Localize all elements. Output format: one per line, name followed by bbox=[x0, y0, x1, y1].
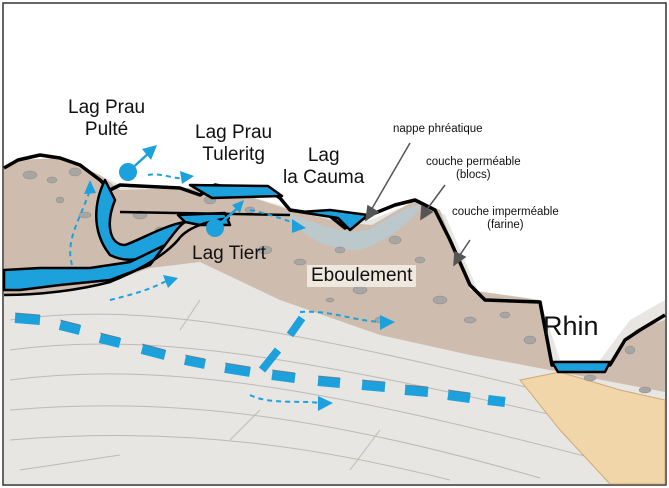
sediment-layer bbox=[519, 371, 666, 485]
lake-prau-pulte bbox=[95, 178, 187, 261]
label-line: (farine) bbox=[487, 219, 524, 232]
rhin-river bbox=[550, 360, 612, 374]
annotation-pointers bbox=[365, 142, 471, 267]
label-nappe-phreatique: nappe phréatique bbox=[393, 123, 483, 135]
label-line: la Cauma bbox=[283, 166, 365, 188]
label-line: couche imperméable bbox=[452, 206, 559, 218]
label-line: Lag Prau bbox=[195, 122, 273, 143]
label-lag-tiert: Lag Tiert bbox=[192, 243, 266, 264]
label-couche-impermeable: couche imperméable (farine) bbox=[452, 206, 559, 232]
label-eboulement: Eboulement bbox=[307, 265, 417, 287]
label-lag-la-cauma: Lag la Cauma bbox=[283, 145, 364, 189]
boundary-lines bbox=[3, 210, 291, 297]
surface-water bbox=[2, 178, 612, 374]
deep-groundwater bbox=[14, 313, 506, 407]
lake-prau-tuleritg bbox=[188, 183, 284, 200]
left-outflow-channel bbox=[2, 243, 167, 292]
label-line: Lag Prau bbox=[68, 97, 146, 118]
label-line: Lag bbox=[307, 145, 340, 166]
groundwater-lens bbox=[285, 205, 420, 251]
label-rhin: Rhin bbox=[543, 311, 599, 341]
lake-la-cauma bbox=[298, 208, 370, 232]
label-couche-permeable: couche perméable (blocs) bbox=[426, 156, 521, 182]
label-line: couche perméable bbox=[426, 156, 521, 168]
label-lag-prau-tuleritg: Lag Prau Tuleritg bbox=[195, 122, 272, 166]
label-line: (blocs) bbox=[456, 169, 491, 182]
strata-lines bbox=[9, 299, 661, 481]
label-line: Tuleritg bbox=[202, 143, 265, 165]
springs bbox=[119, 151, 241, 237]
label-lag-prau-pulte: Lag Prau Pulté bbox=[68, 97, 145, 141]
label-line: Pulté bbox=[84, 118, 129, 140]
deep-groundwater-outline bbox=[14, 312, 471, 394]
